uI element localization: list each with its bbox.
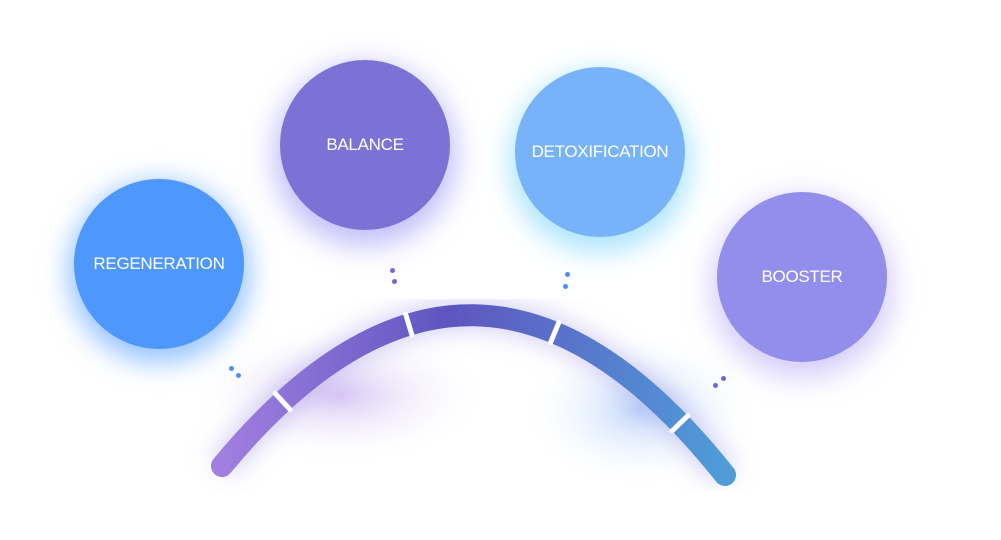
connector-dot-regeneration-1 <box>229 366 234 371</box>
stage-booster[interactable]: BOOSTER <box>717 192 887 362</box>
arc-marker-detoxification <box>547 319 562 346</box>
connector-dot-detox-1 <box>565 272 570 277</box>
connector-dot-detox-2 <box>563 284 568 289</box>
arc-marker-balance <box>403 311 415 338</box>
connector-dot-booster-2 <box>713 383 718 388</box>
arc-marker-regeneration <box>272 390 293 413</box>
connector-dot-booster-1 <box>721 376 726 381</box>
stage-label-balance: BALANCE <box>326 135 404 154</box>
stage-detoxification[interactable]: DETOXIFICATION <box>515 67 685 237</box>
stage-label-detoxification: DETOXIFICATION <box>531 142 669 161</box>
stage-label-regeneration: REGENERATION <box>93 254 225 273</box>
arc-marker-booster <box>669 413 691 434</box>
stage-label-booster: BOOSTER <box>761 267 843 286</box>
connector-dot-balance-1 <box>390 268 395 273</box>
arc-track <box>211 304 736 486</box>
connector-dot-balance-2 <box>392 279 397 284</box>
connector-dot-regeneration-2 <box>236 373 241 378</box>
stage-regeneration[interactable]: REGENERATION <box>74 179 244 349</box>
arc-markers <box>272 311 691 434</box>
stage-balance[interactable]: BALANCE <box>280 60 450 230</box>
